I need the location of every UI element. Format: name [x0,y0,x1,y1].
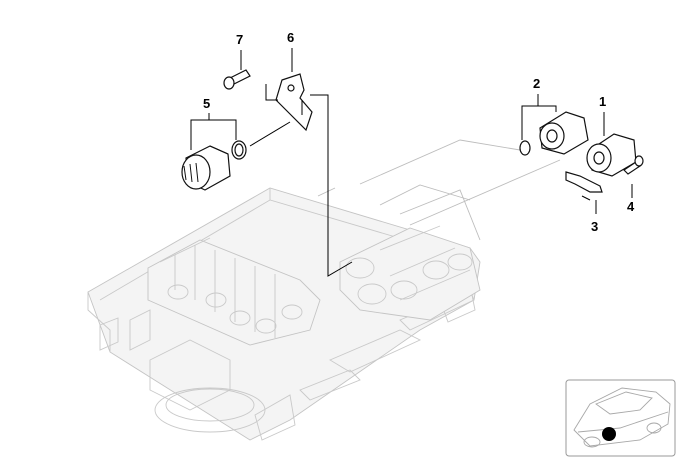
part-6-bracket [275,73,313,132]
callout-1: 1 [599,94,606,109]
part-2-solenoid [519,111,589,156]
vehicle-location-inset-icon [565,379,676,457]
part-3-clip [565,171,603,193]
callout-7: 7 [236,32,243,47]
callout-2: 2 [533,76,540,91]
part-7-bolt [223,69,251,90]
part-5-solenoid [181,140,247,191]
valve-body-ghost [87,139,561,441]
part-1-solenoid [586,133,637,177]
callouts: 1 2 3 4 5 6 7 [203,30,635,234]
callout-5: 5 [203,96,210,111]
part-4-screw [623,155,644,175]
callout-4: 4 [627,199,635,214]
callout-3: 3 [591,219,598,234]
location-marker-icon [602,427,616,441]
callout-6: 6 [287,30,294,45]
leader-lines [190,48,633,277]
